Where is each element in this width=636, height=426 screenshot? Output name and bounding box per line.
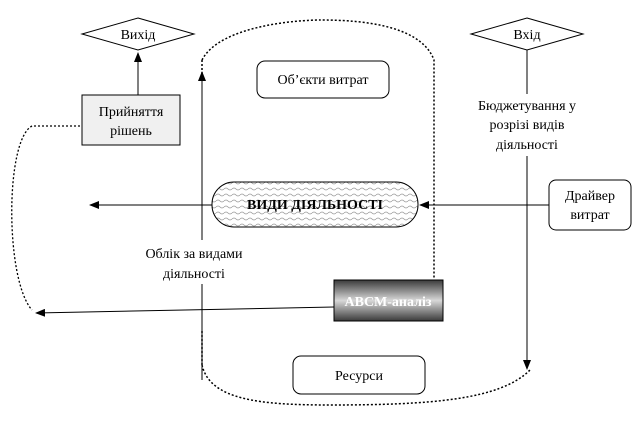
input-label: Вхід <box>513 28 540 43</box>
decision-label-line2: рішень <box>110 124 152 139</box>
cost-driver-label-line2: витрат <box>570 208 609 223</box>
activities-label: ВИДИ ДІЯЛЬНОСТІ <box>247 198 383 213</box>
accounting-label-line1: Облік за видами <box>145 247 243 262</box>
cost-objects-node: Об’єкти витрат <box>256 60 390 99</box>
activities-node: ВИДИ ДІЯЛЬНОСТІ <box>211 181 419 228</box>
input-node: Вхід <box>469 17 585 51</box>
budgeting-label-line1: Бюджетування у <box>478 99 576 114</box>
abcm-left-arrow <box>35 306 335 317</box>
decision-label-line1: Прийняття <box>99 105 164 120</box>
resources-node: Ресурси <box>292 355 426 395</box>
cost-objects-label: Об’єкти витрат <box>278 73 369 88</box>
feedback-dotted-curve <box>11 125 80 311</box>
cost-driver-label-line1: Драйвер <box>565 189 615 204</box>
output-node: Вихід <box>80 17 196 51</box>
output-label: Вихід <box>121 28 156 43</box>
budgeting-label-line2: розрізі видів <box>489 118 564 133</box>
cost-driver-node: Драйвер витрат <box>548 179 632 231</box>
resources-label: Ресурси <box>335 369 383 384</box>
accounting-label-line2: діяльності <box>163 267 225 282</box>
accounting-label: Облік за видами діяльності <box>136 240 254 284</box>
budgeting-label-line3: діяльності <box>496 138 558 153</box>
budgeting-label: Бюджетування у розрізі видів діяльності <box>460 94 594 156</box>
abcm-label: АВСМ-аналіз <box>345 295 432 310</box>
decision-node: Прийняття рішень <box>81 94 181 146</box>
abcm-node: АВСМ-аналіз <box>333 279 444 322</box>
